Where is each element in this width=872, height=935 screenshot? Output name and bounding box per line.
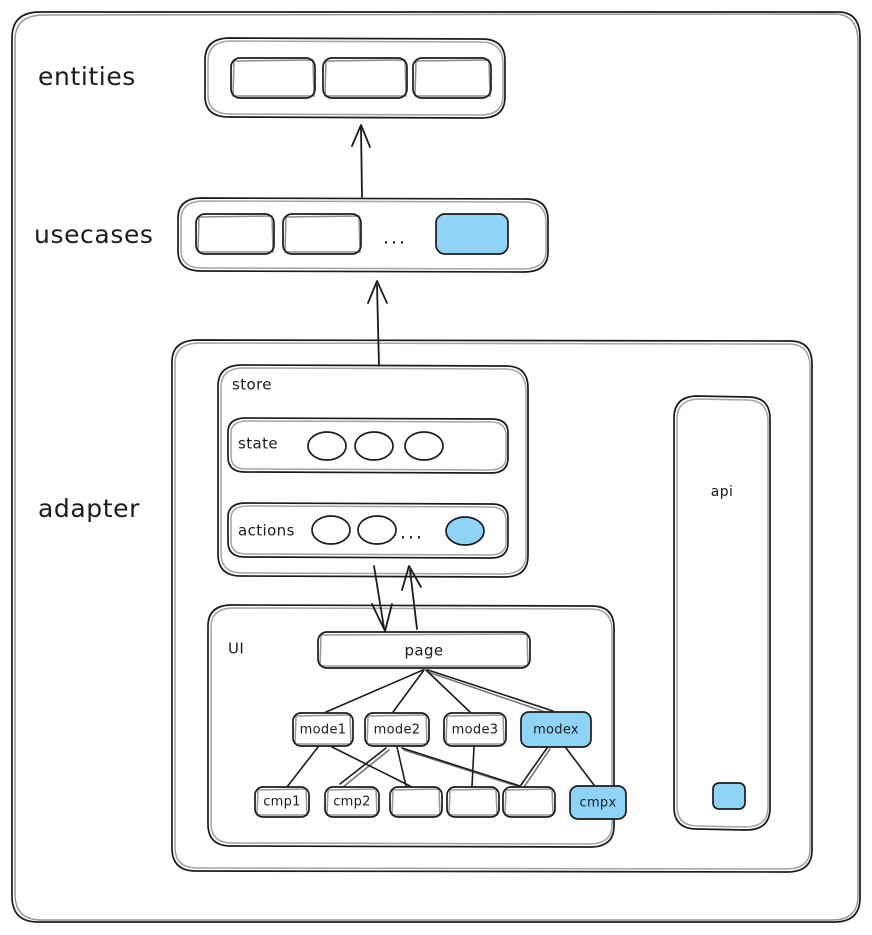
- component-node-1-label: cmp1: [263, 795, 301, 810]
- usecase-box-2[interactable]: [282, 213, 362, 255]
- mode3-to-cmp4: [471, 746, 475, 787]
- mode-node-3[interactable]: mode3: [443, 712, 507, 747]
- page-to-mode3: [425, 669, 471, 713]
- mode-node-x[interactable]: modex: [520, 711, 592, 748]
- usecase-box-highlight[interactable]: [435, 213, 509, 255]
- component-node-5[interactable]: [502, 786, 556, 818]
- modex-to-cmp5: [520, 747, 548, 786]
- arrow-store-to-usecases: [367, 280, 388, 367]
- page-label: page: [404, 642, 443, 660]
- component-node-2-label: cmp2: [333, 795, 371, 810]
- actions-ellipsis: ...: [400, 522, 424, 544]
- layer-labels: entities usecases adapter: [34, 62, 154, 523]
- api-label: api: [711, 484, 734, 500]
- arrow-page-to-actions: [401, 565, 422, 630]
- component-node-4[interactable]: [446, 786, 500, 818]
- mode-node-1-label: mode1: [300, 723, 347, 738]
- component-node-1[interactable]: cmp1: [254, 786, 310, 818]
- component-node-2[interactable]: cmp2: [324, 786, 380, 818]
- mode-node-2[interactable]: mode2: [364, 712, 430, 747]
- usecases-container[interactable]: ...: [177, 197, 549, 273]
- layer-label-usecases: usecases: [34, 220, 154, 249]
- page-to-modex: [427, 669, 554, 712]
- edges-mode-to-components: [286, 746, 595, 789]
- store-group[interactable]: store state actions ...: [217, 364, 529, 578]
- actions-label: actions: [238, 522, 295, 540]
- state-ellipse-1[interactable]: [307, 431, 347, 461]
- api-highlight-box[interactable]: [712, 782, 746, 810]
- page-to-mode1: [325, 669, 424, 713]
- state-label: state: [238, 435, 278, 453]
- action-ellipse-1[interactable]: [311, 515, 351, 545]
- component-node-x[interactable]: cmpx: [569, 785, 627, 820]
- ui-group[interactable]: UI page mode1: [207, 604, 627, 848]
- edges-page-to-modes: [325, 669, 554, 715]
- mode1-to-cmp1: [286, 746, 319, 788]
- component-node-x-label: cmpx: [580, 796, 617, 811]
- mode-node-2-label: mode2: [374, 723, 421, 738]
- state-row[interactable]: state: [227, 417, 509, 474]
- action-ellipse-2[interactable]: [357, 515, 397, 545]
- usecases-ellipsis: ...: [383, 227, 407, 249]
- ui-label: UI: [228, 640, 244, 658]
- page-node[interactable]: page: [317, 631, 531, 669]
- adapter-container[interactable]: [171, 339, 813, 873]
- mode-node-1[interactable]: mode1: [292, 712, 354, 747]
- store-label: store: [232, 376, 272, 394]
- action-ellipse-highlight[interactable]: [445, 516, 485, 546]
- page-to-mode2: [392, 669, 425, 713]
- outer-frame: [11, 11, 861, 923]
- arrow-actions-to-page: [371, 565, 393, 632]
- mode-node-3-label: mode3: [452, 723, 499, 738]
- actions-row[interactable]: actions ...: [227, 502, 509, 559]
- state-ellipse-3[interactable]: [404, 431, 444, 461]
- modex-to-cmpx: [565, 747, 595, 786]
- layer-label-adapter: adapter: [38, 494, 140, 523]
- entities-container[interactable]: [204, 37, 506, 119]
- mode-node-x-label: modex: [533, 723, 579, 738]
- api-panel[interactable]: api: [673, 395, 771, 831]
- mode2-to-cmp3: [396, 746, 407, 787]
- component-node-3[interactable]: [389, 786, 443, 818]
- usecase-box-1[interactable]: [195, 213, 275, 255]
- entity-box-1[interactable]: [230, 57, 316, 99]
- state-ellipse-2[interactable]: [354, 431, 394, 461]
- mode2-to-cmp2: [339, 747, 387, 785]
- entity-box-2[interactable]: [322, 57, 408, 99]
- arrow-usecases-to-entities: [351, 124, 371, 198]
- mode1-to-cmp3: [331, 746, 411, 787]
- mode2-to-cmp5: [401, 747, 521, 787]
- entity-box-3[interactable]: [412, 57, 492, 99]
- layer-label-entities: entities: [38, 62, 136, 91]
